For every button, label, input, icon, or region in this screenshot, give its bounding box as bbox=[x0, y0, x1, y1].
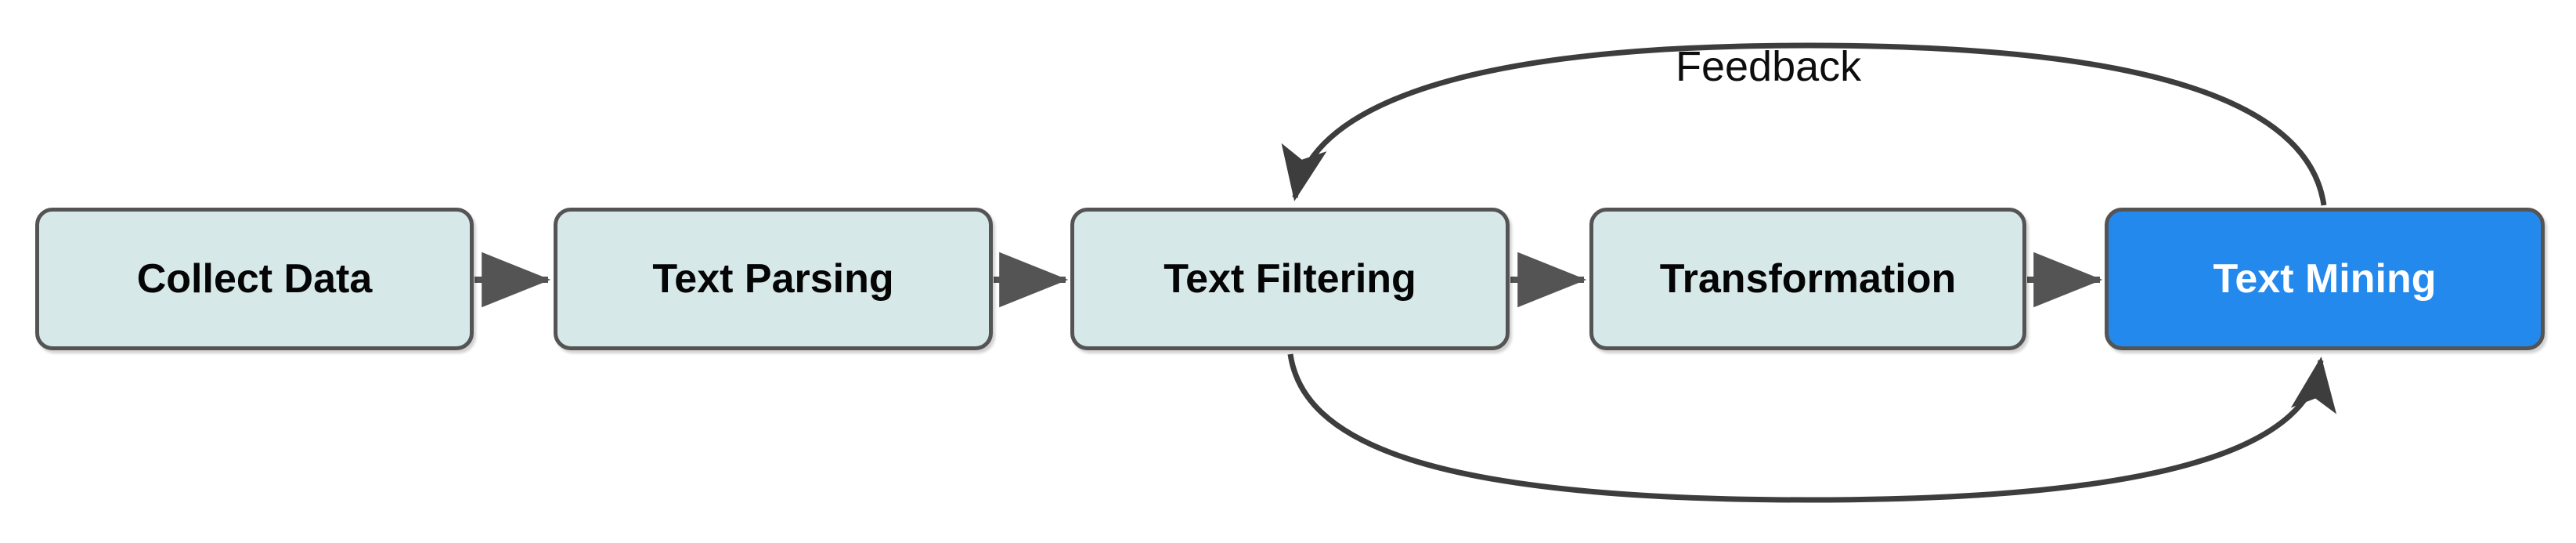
node-label-text-parsing: Text Parsing bbox=[652, 256, 894, 302]
node-transformation[interactable]: Transformation bbox=[1589, 208, 2026, 350]
node-text-mining[interactable]: Text Mining bbox=[2105, 208, 2545, 350]
edge-feedback-top bbox=[1281, 42, 2327, 206]
feedback-loop-label: Feedback bbox=[1676, 43, 1862, 90]
node-text-filtering[interactable]: Text Filtering bbox=[1070, 208, 1510, 350]
edge-feedback-bottom bbox=[1287, 353, 2336, 503]
node-label-text-filtering: Text Filtering bbox=[1164, 256, 1416, 302]
node-text-parsing[interactable]: Text Parsing bbox=[554, 208, 993, 350]
node-collect-data[interactable]: Collect Data bbox=[35, 208, 474, 350]
node-label-collect-data: Collect Data bbox=[136, 256, 373, 302]
node-label-transformation: Transformation bbox=[1659, 256, 1957, 302]
node-label-text-mining: Text Mining bbox=[2213, 256, 2437, 302]
